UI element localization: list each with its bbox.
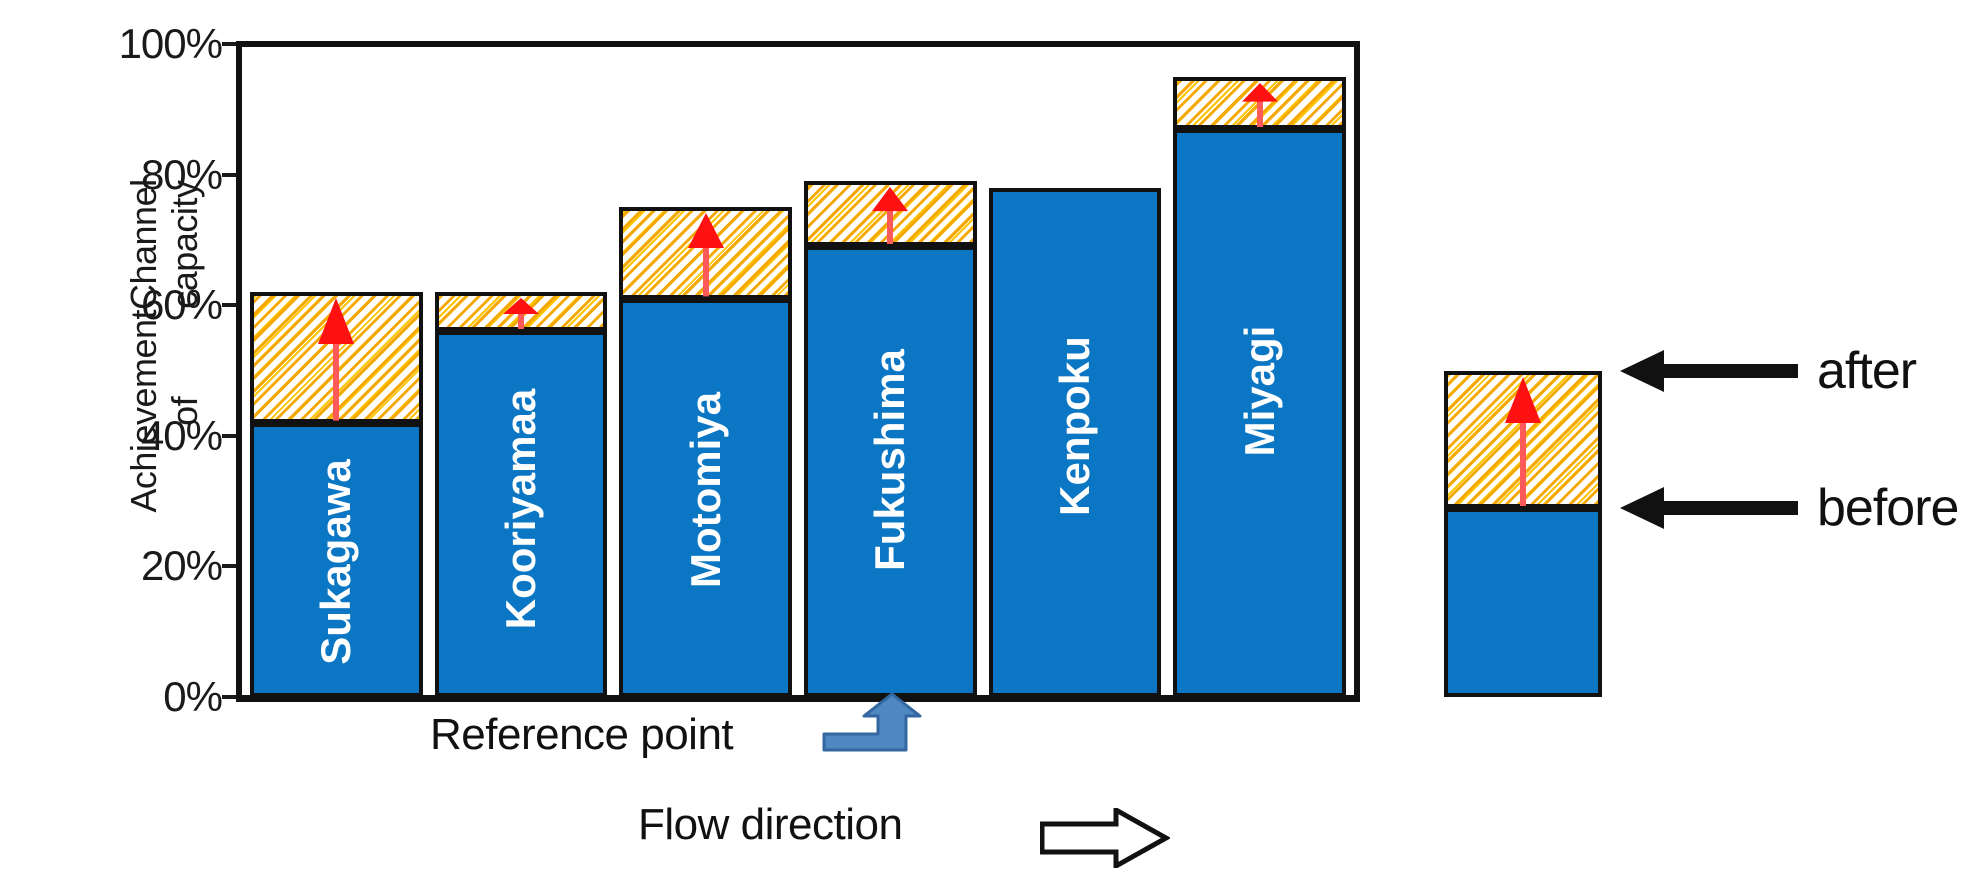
- bar-sukagawa[interactable]: Sukagawa: [250, 292, 423, 697]
- bar-segment-before: [619, 298, 792, 697]
- bar-segment-before: [1173, 128, 1346, 697]
- reference-point-arrow-icon: [822, 692, 922, 752]
- plot-frame-right: [1354, 44, 1360, 701]
- flow-direction-label: Flow direction: [638, 800, 903, 849]
- bar-segment-before: [434, 331, 608, 697]
- y-axis-tickmark-20: [222, 564, 236, 569]
- legend-segment-before: [1444, 507, 1602, 697]
- legend-segment-after: [1444, 370, 1602, 508]
- flow-direction-annotation: Flow direction: [638, 800, 903, 850]
- y-axis-tick-20: 20%: [140, 542, 223, 590]
- y-axis-tick-60: 60%: [140, 281, 223, 329]
- legend-before-pointer-icon: [1620, 486, 1798, 529]
- bar-segment-after: [250, 292, 423, 423]
- bar-segment-before: [804, 246, 977, 697]
- bar-motomiya[interactable]: Motomiya: [619, 207, 792, 697]
- y-axis-tick-40: 40%: [140, 411, 223, 459]
- legend-sample-bar: [1444, 370, 1602, 697]
- bar-segment-before: [988, 187, 1162, 697]
- bar-kenpoku[interactable]: Kenpoku: [988, 187, 1162, 697]
- y-axis-tickmark-60: [222, 303, 236, 308]
- y-axis-tickmark-0: [222, 695, 236, 699]
- y-axis-tickmark-80: [222, 172, 236, 177]
- bar-segment-after: [434, 292, 608, 332]
- y-axis-tick-100: 100%: [118, 20, 223, 67]
- y-axis-tick-0: 0%: [163, 673, 223, 720]
- bar-segment-after: [804, 181, 977, 247]
- legend-before-label: before: [1817, 478, 1959, 537]
- y-axis-tickmark-100: [222, 42, 236, 46]
- bar-kooriyamaa[interactable]: Kooriyamaa: [434, 292, 608, 697]
- y-axis-line: [236, 44, 242, 701]
- bar-fukushima[interactable]: Fukushima: [804, 181, 977, 697]
- legend-after-label: after: [1817, 341, 1917, 400]
- legend-after-pointer-icon: [1620, 349, 1798, 392]
- y-axis-tick-labels: 100% 80% 60% 40% 20% 0%: [110, 0, 223, 884]
- reference-point-annotation: Reference point: [430, 710, 734, 760]
- x-axis-line: [236, 695, 1360, 702]
- bar-segment-after: [619, 207, 792, 299]
- reference-point-label: Reference point: [430, 710, 734, 759]
- y-axis-tick-80: 80%: [140, 150, 223, 198]
- flow-direction-arrow-icon: [1040, 808, 1170, 868]
- bar-segment-after: [1173, 76, 1346, 129]
- y-axis-tickmark-40: [222, 433, 236, 438]
- bar-miyagi[interactable]: Miyagi: [1173, 76, 1346, 697]
- plot-frame-top: [236, 41, 1360, 47]
- bar-segment-before: [250, 422, 423, 697]
